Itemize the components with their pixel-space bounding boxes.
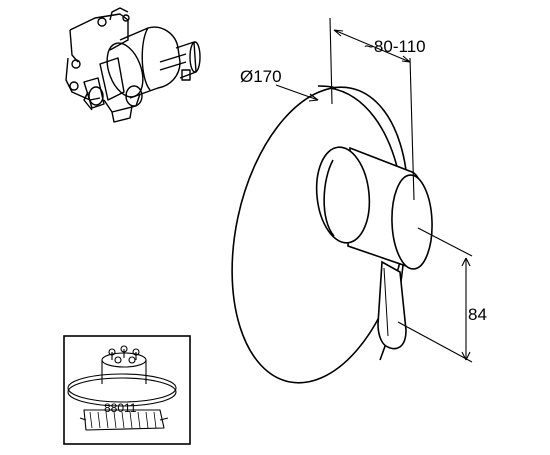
part-number-label: 88011 bbox=[104, 401, 137, 415]
diameter-dimension bbox=[276, 85, 318, 101]
mixer-handle bbox=[312, 145, 434, 349]
valve-body-illustration bbox=[66, 8, 200, 122]
inset-box bbox=[64, 336, 190, 444]
diameter-label: Ø170 bbox=[240, 67, 282, 86]
height-label: 84 bbox=[468, 305, 487, 324]
projection-label: ~80-110 bbox=[364, 37, 426, 56]
